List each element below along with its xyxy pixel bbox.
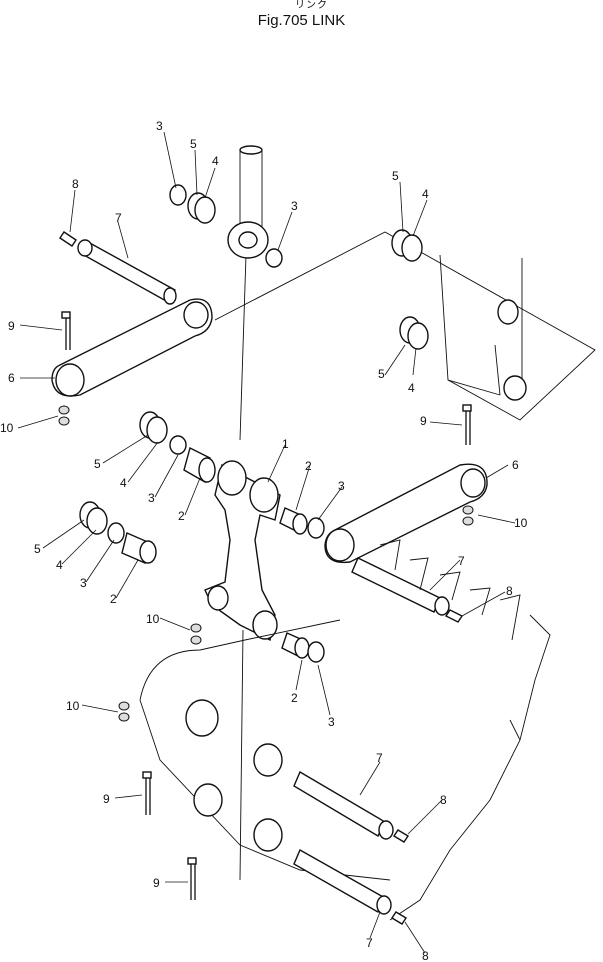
callout-4: 4 <box>56 558 63 572</box>
callout-2: 2 <box>178 509 185 523</box>
callout-5: 5 <box>190 137 197 151</box>
callout-5: 5 <box>392 169 399 183</box>
callout-5: 5 <box>34 542 41 556</box>
callout-3: 3 <box>148 491 155 505</box>
right-link <box>324 463 488 564</box>
callout-leaders <box>17 131 516 954</box>
callout-3: 3 <box>156 119 163 133</box>
figure-subtitle: リンク <box>295 0 328 11</box>
callout-4: 4 <box>212 154 219 168</box>
callout-3: 3 <box>328 715 335 729</box>
callout-7: 7 <box>366 936 373 950</box>
bolt-lower-left <box>142 771 152 815</box>
cylinder-rod-eye <box>227 221 269 259</box>
figure-title: Fig.705 LINK <box>257 12 346 29</box>
callout-3: 3 <box>291 199 298 213</box>
bucket-ears <box>185 699 283 852</box>
callout-9: 9 <box>103 792 110 806</box>
callout-7: 7 <box>458 554 465 568</box>
callout-8: 8 <box>422 949 429 962</box>
figure-title-block: リンク Fig.705 LINK <box>0 0 603 30</box>
right-bushings <box>279 507 325 663</box>
callout-2: 2 <box>305 459 312 473</box>
callout-10: 10 <box>66 699 80 713</box>
nut-lower <box>118 701 130 722</box>
callout-3: 3 <box>338 479 345 493</box>
bellcrank <box>204 460 281 642</box>
callout-8: 8 <box>506 584 513 598</box>
right-arm-ears <box>497 299 527 401</box>
bolt-upper-left <box>61 311 71 350</box>
callout-2: 2 <box>110 592 117 606</box>
nut-right <box>462 505 474 526</box>
bolt-bottom <box>187 857 197 900</box>
callout-9: 9 <box>8 319 15 333</box>
bucket-teeth <box>379 539 551 681</box>
nut-middle <box>190 623 202 645</box>
callout-10: 10 <box>0 421 14 435</box>
callout-6: 6 <box>512 458 519 472</box>
callout-1: 1 <box>282 437 289 451</box>
callout-7: 7 <box>115 211 122 225</box>
callout-10: 10 <box>146 612 160 626</box>
callout-7: 7 <box>376 751 383 765</box>
callout-labels: 3 5 4 3 5 4 8 7 9 6 10 5 4 9 6 10 5 4 3 … <box>0 119 528 962</box>
middle-left-washers <box>79 411 216 564</box>
callout-4: 4 <box>422 187 429 201</box>
callout-4: 4 <box>408 381 415 395</box>
callout-9: 9 <box>153 876 160 890</box>
upper-left-link <box>51 298 213 397</box>
nut-upper-left <box>58 405 70 426</box>
lower-pins <box>293 770 409 925</box>
upper-washers <box>169 184 429 350</box>
callout-10: 10 <box>514 516 528 530</box>
callout-4: 4 <box>120 476 127 490</box>
upper-pin <box>59 231 177 305</box>
callout-5: 5 <box>94 457 101 471</box>
callout-3: 3 <box>80 576 87 590</box>
callout-5: 5 <box>378 367 385 381</box>
callout-8: 8 <box>72 177 79 191</box>
arm-outline <box>214 145 596 881</box>
callout-9: 9 <box>420 414 427 428</box>
bolt-right <box>462 404 472 445</box>
right-pin <box>351 557 464 623</box>
callout-8: 8 <box>440 793 447 807</box>
callout-2: 2 <box>291 691 298 705</box>
callout-6: 6 <box>8 371 15 385</box>
